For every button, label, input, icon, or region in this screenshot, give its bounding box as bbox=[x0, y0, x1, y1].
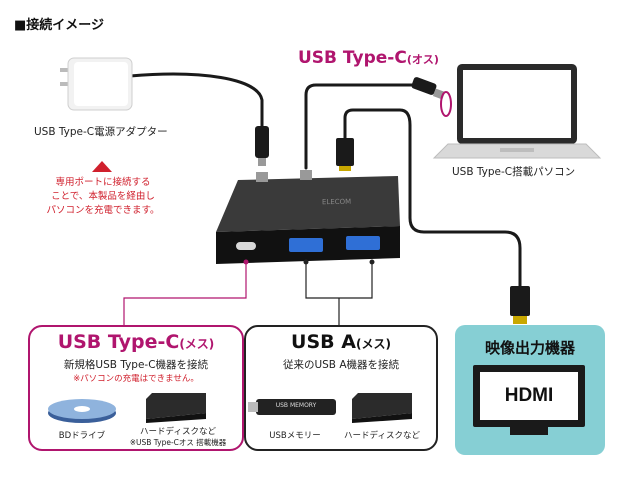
video-output-title: 映像出力機器 bbox=[484, 339, 575, 357]
usbc-female-title-text: USB Type-C bbox=[57, 331, 180, 353]
usb-memory-text: USB MEMORY bbox=[275, 402, 317, 409]
usb-a-port-1-icon bbox=[289, 238, 323, 252]
usba-female-subtitle: 従来のUSB A機器を接続 bbox=[282, 359, 400, 371]
pointer-triangle-icon bbox=[92, 161, 112, 172]
port-dot-a2 bbox=[369, 259, 375, 265]
usbc-female-subtitle: 新規格USB Type-C機器を接続 bbox=[63, 359, 209, 371]
hdmi-plug-hub-icon bbox=[336, 138, 354, 171]
monitor-stand bbox=[510, 427, 548, 435]
usbc-cable-to-laptop bbox=[304, 83, 417, 170]
usbc-port-icon bbox=[236, 242, 256, 250]
adapter-cable bbox=[128, 72, 264, 130]
power-adapter-icon bbox=[60, 57, 133, 111]
usbc-male-label-suffix: (オス) bbox=[406, 53, 439, 66]
monitor-screen-text: HDMI bbox=[480, 372, 578, 420]
usbc-female-title: USB Type-C(メス) bbox=[30, 331, 242, 353]
laptop-label: USB Type-C搭載パソコン bbox=[452, 166, 576, 178]
usb-memory-plug bbox=[248, 402, 258, 412]
usb-memory-caption: USBメモリー bbox=[269, 431, 321, 441]
usbc-plug-laptop-icon bbox=[411, 77, 452, 117]
hard-drive-icon bbox=[146, 393, 206, 423]
usbc-female-note: ※パソコンの充電はできません。 bbox=[73, 374, 199, 384]
usbc-male-label-text: USB Type-C bbox=[298, 48, 407, 68]
cables bbox=[128, 72, 522, 290]
hdmi-cable bbox=[343, 108, 522, 290]
port-lines bbox=[123, 262, 373, 325]
usba-female-title-suffix: (メス) bbox=[355, 337, 391, 351]
usbc-male-label: USB Type-C(オス) bbox=[298, 48, 439, 68]
charging-note-line: パソコンを充電できます。 bbox=[46, 205, 160, 216]
hdd-caption-c: ハードディスクなど bbox=[140, 427, 216, 437]
laptop-icon bbox=[432, 64, 602, 159]
disc-icon bbox=[48, 399, 116, 423]
charging-note-line: ことで、本製品を経由し bbox=[51, 191, 155, 202]
page-title: ■接続イメージ bbox=[14, 18, 105, 33]
usb-memory-icon: USB MEMORY bbox=[248, 399, 336, 415]
usbc-female-box: USB Type-C(メス) 新規格USB Type-C機器を接続 ※パソコンの… bbox=[28, 325, 244, 451]
port-dot-c bbox=[243, 259, 249, 265]
usba-female-title-text: USB A bbox=[291, 331, 356, 353]
video-output-box: 映像出力機器 HDMI bbox=[455, 325, 605, 455]
port-dot-a1 bbox=[303, 259, 309, 265]
hub-brand: ELECOM bbox=[321, 197, 352, 207]
usba-female-box: USB A(メス) 従来のUSB A機器を接続 USB MEMORY USBメモ… bbox=[244, 325, 438, 451]
hdmi-plug-display-icon bbox=[510, 286, 530, 324]
hdd-note-c: ※USB Type-Cオス 搭載機器 bbox=[129, 438, 227, 447]
charging-note: 専用ポートに接続する ことで、本製品を経由し パソコンを充電できます。 bbox=[40, 176, 166, 218]
usba-female-title: USB A(メス) bbox=[246, 331, 436, 353]
adapter-label: USB Type-C電源アダプター bbox=[34, 126, 168, 138]
hdd-caption-a: ハードディスクなど bbox=[344, 431, 420, 441]
usb-a-port-2-icon bbox=[346, 236, 380, 250]
usb-hub-icon bbox=[216, 170, 400, 264]
usbc-plug-adapter-icon bbox=[255, 126, 269, 166]
bd-drive-caption: BDドライブ bbox=[58, 431, 106, 441]
hard-drive-icon bbox=[352, 393, 412, 423]
usbc-female-title-suffix: (メス) bbox=[179, 337, 215, 351]
charging-note-line: 専用ポートに接続する bbox=[55, 177, 151, 188]
monitor-icon: HDMI bbox=[473, 365, 585, 427]
